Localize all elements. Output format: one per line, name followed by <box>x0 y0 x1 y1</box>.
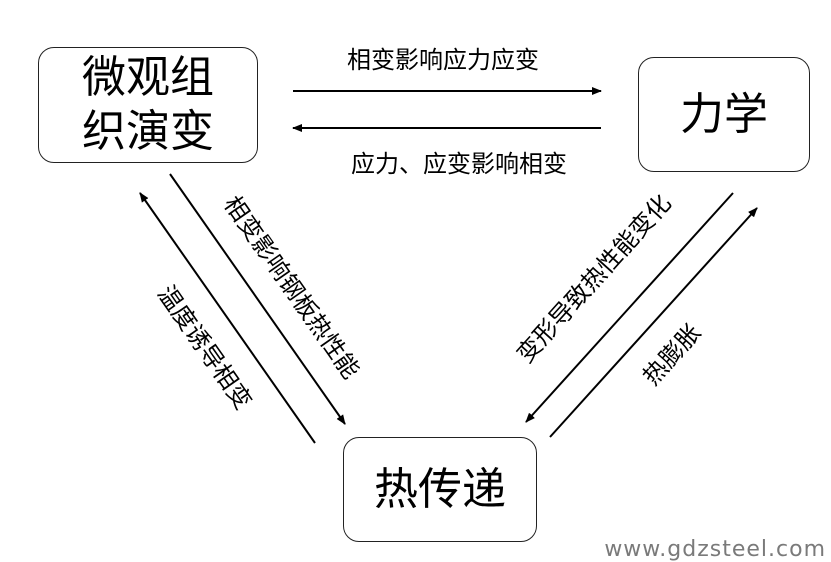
arrow-heat-to-micro <box>139 192 316 444</box>
node-heat-transfer: 热传递 <box>343 437 537 542</box>
arrow-micro-to-heat <box>169 173 346 425</box>
label-micro-to-mech: 相变影响应力应变 <box>347 46 539 74</box>
node-mechanics: 力学 <box>638 57 810 172</box>
label-mech-to-heat: 变形导致热性能变化 <box>511 189 676 368</box>
label-micro-to-heat: 相变影响钢板热性能 <box>218 191 365 384</box>
node-heat-transfer-label: 热传递 <box>374 463 506 515</box>
node-microstructure: 微观组织演变 <box>38 47 258 163</box>
watermark: www.gdzsteel.com <box>604 537 826 562</box>
label-heat-to-micro: 温度诱导相变 <box>152 280 258 414</box>
arrow-mech-to-heat <box>525 192 734 423</box>
label-mech-to-micro: 应力、应变影响相变 <box>351 150 567 178</box>
arrow-heat-to-mech <box>549 207 758 438</box>
node-mechanics-label: 力学 <box>680 88 768 140</box>
node-microstructure-label: 微观组织演变 <box>82 52 214 157</box>
